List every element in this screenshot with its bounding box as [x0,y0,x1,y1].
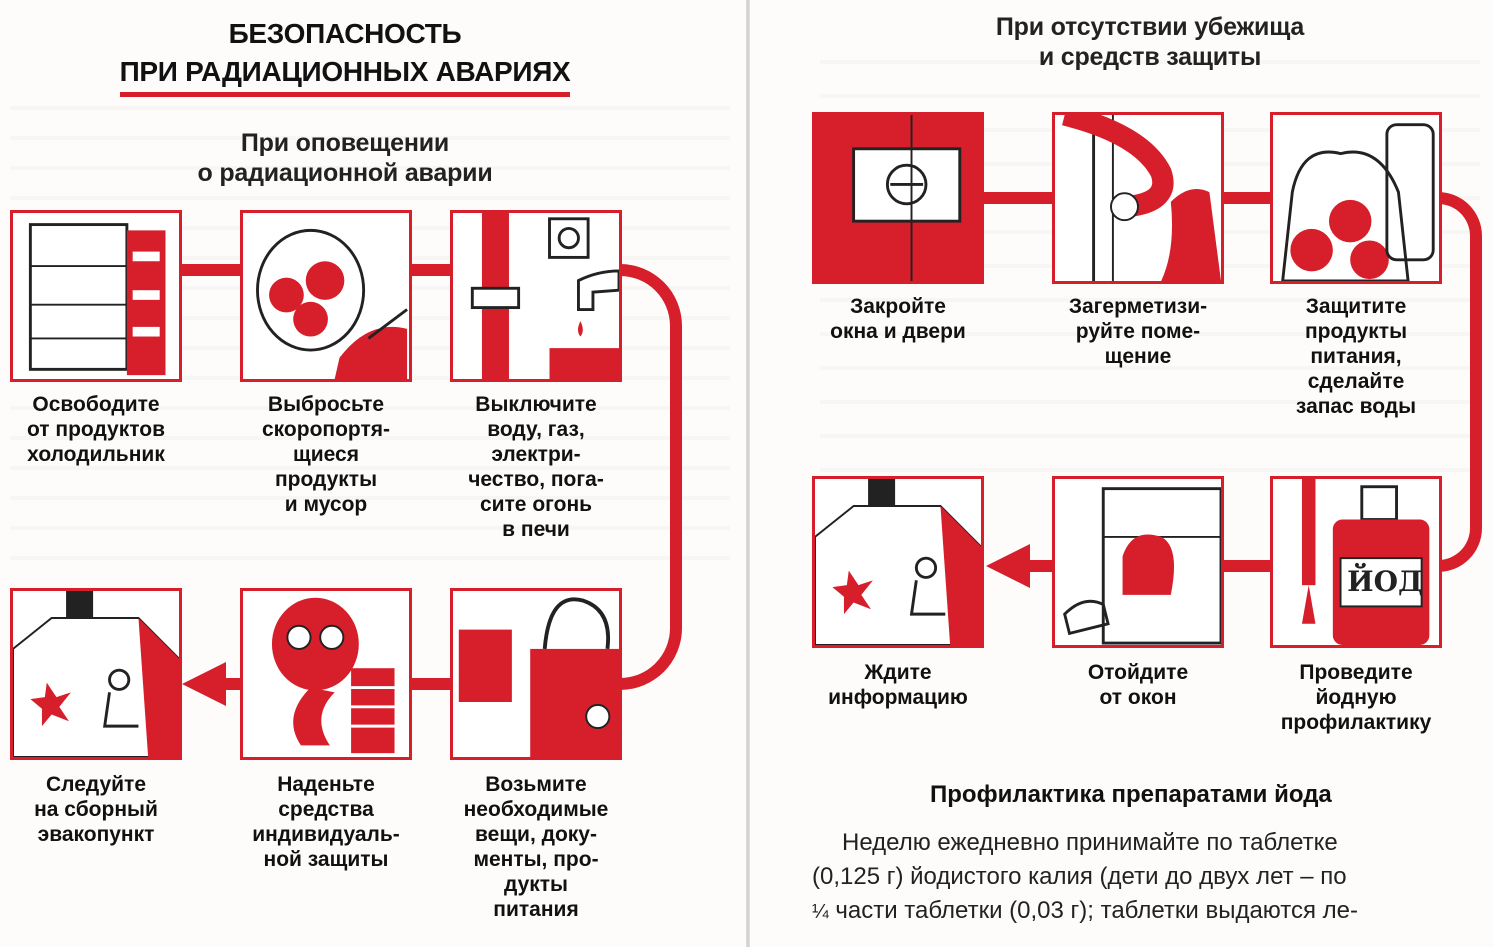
panel-close [812,112,984,284]
panel-fridge [10,210,182,382]
tap-icon [470,213,619,379]
iodine-body-line3: ¼ части таблетки (0,03 г); таблетки выда… [812,894,1358,929]
caption-wait: Ждите информацию [828,661,968,709]
arrow-left-icon [986,544,1030,588]
connector-1-2 [180,264,244,276]
caption-utilities: Выключите воду, газ, электри- чество, по… [468,393,604,541]
iodine-body-line2-text: (0,125 г) йодистого калия (дети до двух … [812,863,1314,890]
quarter-fraction: ¼ [812,901,829,923]
connector-r2-3 [1220,192,1274,204]
iodine-body-line2: (0,125 г) йодистого калия (дети до двух … [812,860,1347,894]
panel-iodine: ЙОД [1270,476,1442,648]
right-subtitle-line2: и средств защиты [1038,43,1262,71]
caption-iodine: Проведите йодную профилактику [1280,661,1432,734]
window-icon [1063,487,1221,645]
bag-and-documents-icon [458,597,619,757]
title-underline [120,92,570,97]
caption-gasmask: Наденьте средства индивидуаль- ной защит… [252,773,400,871]
connector-2-3 [412,264,454,276]
connector-5-6 [222,678,244,690]
iodine-section-title: Профилактика препаратами йода [930,781,1332,808]
iodine-body-line2-end: по [1320,863,1347,890]
caption-window: Отойдите от окон [1087,661,1189,709]
iodine-body-line3-text: части таблетки (0,03 г); таблетки выдают… [835,897,1359,924]
door-lock-icon [815,115,981,281]
iodine-body-line1: Неделю ежедневно принимайте по таблетке [842,829,1338,856]
caption-food: Защитите продукты питания, сделайте запа… [1295,295,1417,418]
iodine-bottle-icon [1301,479,1430,645]
main-title-line1: БЕЗОПАСНОСТЬ [228,18,462,49]
book-spine [746,0,750,947]
left-page [0,0,748,947]
trash-bag-icon [256,228,408,379]
panel-seal [1052,112,1224,284]
gas-mask-icon [271,597,395,754]
panel-wait [812,476,984,648]
caption-fridge: Освободите от продуктов холодильник [26,393,165,466]
iodine-label: ЙОД [1347,565,1423,598]
connector-r1-2 [982,192,1056,204]
panel-food [1270,112,1442,284]
panel-evac [10,588,182,760]
panel-window [1052,476,1224,648]
main-title-line2: ПРИ РАДИАЦИОННЫХ АВАРИЯХ [119,56,571,87]
connector-4-5 [412,678,454,690]
connector-r5-6 [1026,560,1056,572]
caption-close: Закройте окна и двери [830,295,966,343]
left-subtitle-line1: При оповещении [240,129,450,157]
caption-bag: Возьмите необходимые вещи, доку- менты, … [463,773,609,921]
fridge-icon [28,223,166,376]
caption-evac: Следуйте на сборный эвакопункт [34,773,158,846]
caption-trash: Выбросьте скоропортя- щиеся продукты и м… [262,393,390,516]
food-storage-icon [1281,123,1435,281]
panel-gasmask [240,588,412,760]
shelter-icon [13,591,179,757]
panel-trash [240,210,412,382]
left-subtitle-line2: о радиационной аварии [197,159,493,187]
connector-r4-5 [1222,560,1274,572]
shelter-wait-icon [815,479,981,645]
right-subtitle-line1: При отсутствии убежища [995,13,1305,41]
arrow-left-icon [182,662,226,706]
panel-utilities [450,210,622,382]
caption-seal: Загерметизи- руйте поме- щение [1068,295,1208,368]
panel-bag [450,588,622,760]
seal-tape-icon [1062,115,1221,281]
